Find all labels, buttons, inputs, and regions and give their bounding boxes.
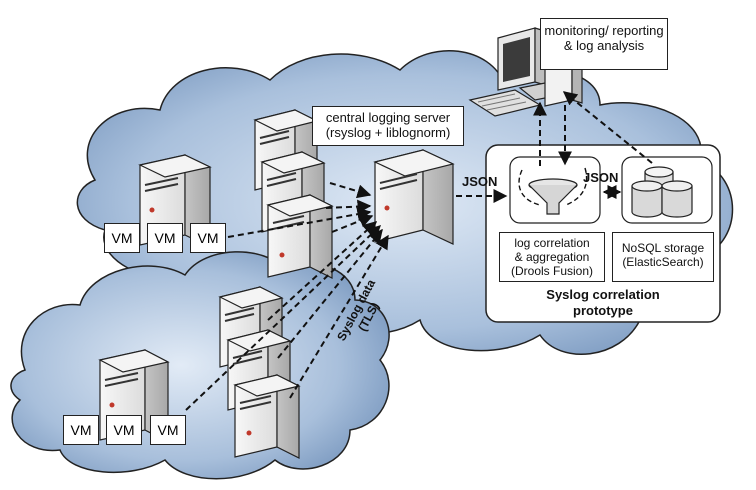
- vm-box: VM: [63, 415, 99, 445]
- database-icon: [631, 166, 693, 218]
- prototype-line1: Syslog correlation: [546, 287, 660, 302]
- vm-box: VM: [150, 415, 186, 445]
- nosql-line2: (ElasticSearch): [622, 255, 704, 270]
- vm-box: VM: [147, 223, 183, 253]
- log-correlation-line2: & aggregation: [514, 250, 590, 265]
- vm-box: VM: [104, 223, 140, 253]
- flow-arrow: [289, 234, 389, 399]
- central-server-label-line2: (rsyslog + liblognorm): [325, 125, 451, 141]
- vm-box: VM: [106, 415, 142, 445]
- central-server-label-line1: central logging server: [325, 110, 451, 125]
- flow-arrow: [227, 207, 372, 238]
- prototype-line2: prototype: [573, 302, 633, 318]
- flow-arrow: [325, 199, 372, 214]
- log-correlation-line1: log correlation: [514, 236, 590, 250]
- nosql-line1: NoSQL storage: [621, 241, 705, 255]
- flow-arrow: [277, 228, 383, 359]
- log-correlation-label: log correlation & aggregation (Drools Fu…: [499, 232, 605, 282]
- nosql-label: NoSQL storage (ElasticSearch): [612, 232, 714, 282]
- flow-arrow: [267, 221, 378, 321]
- flow-arrow: [329, 182, 372, 199]
- central-server-label: central logging server (rsyslog + liblog…: [312, 106, 464, 146]
- prototype-label: Syslog correlation prototype: [500, 287, 706, 318]
- server-icon: [233, 374, 301, 459]
- central-server-icon: [373, 149, 455, 245]
- monitoring-arrow: [562, 91, 653, 164]
- vm-box: VM: [190, 223, 226, 253]
- flow-arrow: [185, 225, 382, 411]
- json-label-right: JSON: [583, 170, 619, 185]
- log-correlation-line3: (Drools Fusion): [510, 264, 594, 279]
- funnel-icon: [518, 167, 588, 215]
- json-label-left: JSON: [462, 174, 498, 189]
- server-icon: [266, 194, 334, 279]
- monitoring-label: monitoring/ reporting & log analysis: [540, 18, 668, 70]
